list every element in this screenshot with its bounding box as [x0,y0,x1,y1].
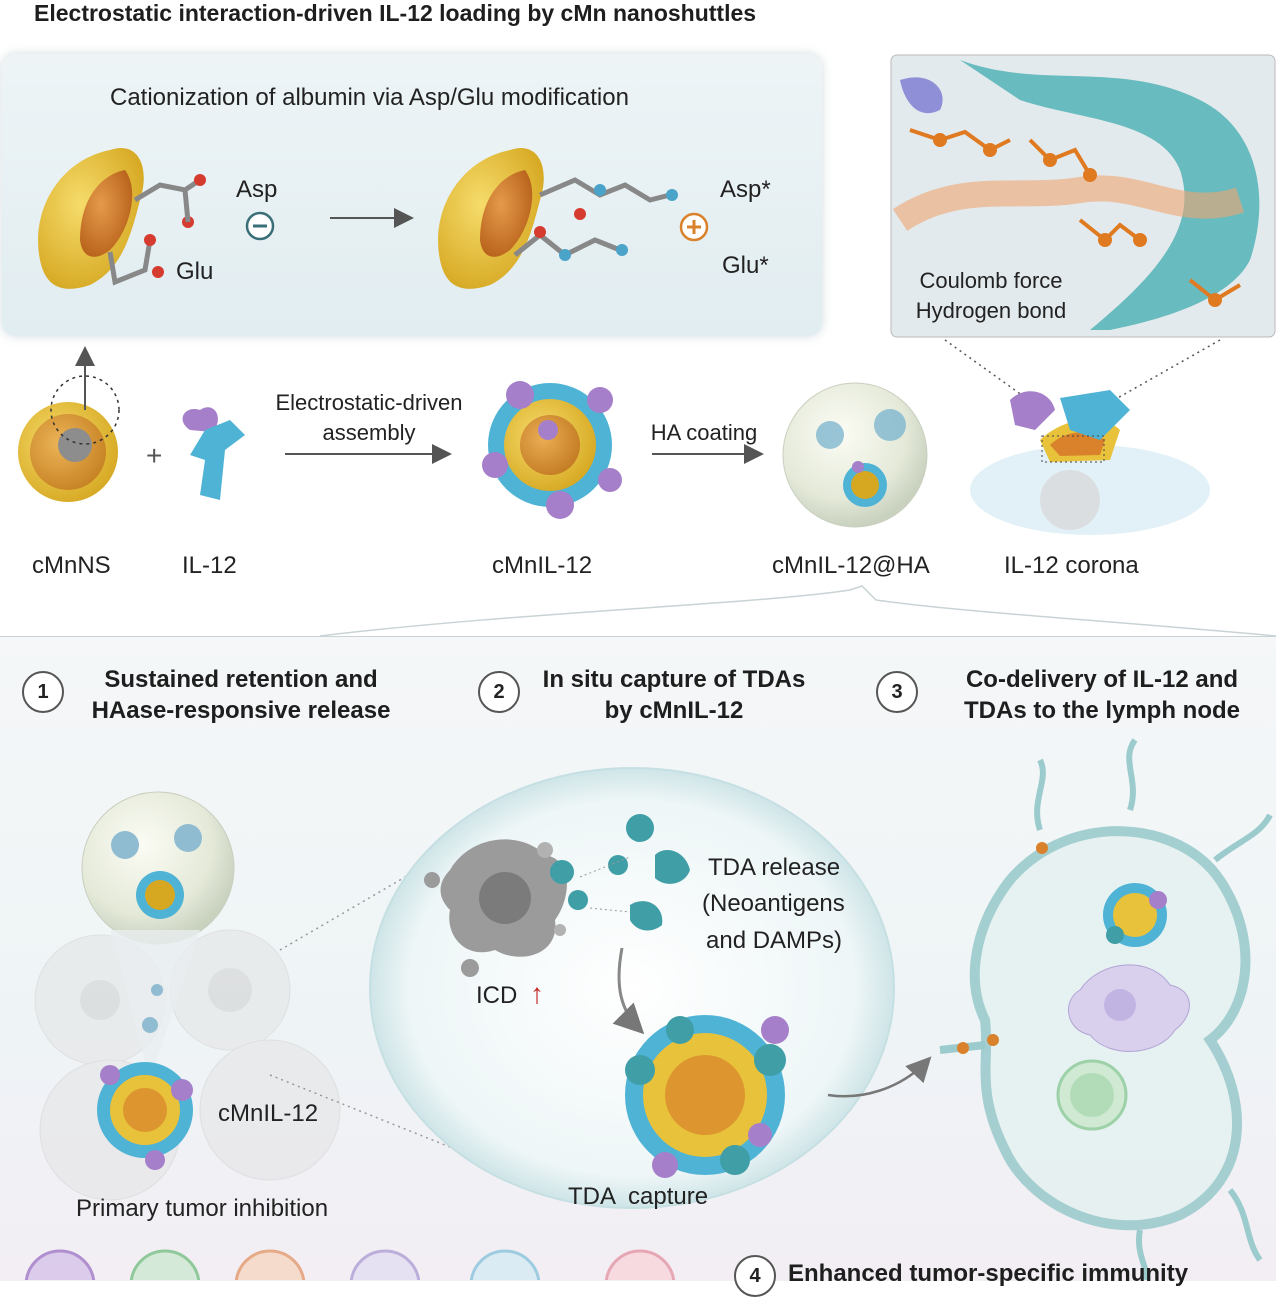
ha-coating-label: HA coating [650,420,758,445]
tda-captured-particle [625,1015,789,1178]
step-1-title: Sustained retention and HAase-responsive… [91,666,391,724]
primary-tumor-label: Primary tumor inhibition [76,1195,329,1222]
plus-sign: + [146,440,163,471]
il12-protein [182,407,245,500]
step-4-title: Enhanced tumor-specific immunity [788,1260,1189,1287]
item-cmnil12: cMnIL-12 [492,552,593,579]
immune-cell-row [24,1249,676,1280]
glu-star-label: Glu* [722,252,769,279]
icd-label: ICD [476,982,518,1009]
lymph-node [939,738,1273,1280]
step-2-title: In situ capture of TDAs by cMnIL-12 [542,666,806,724]
asp-star-label: Asp* [720,176,771,203]
step-3-number: 3 [876,671,918,713]
item-cmnil12-ha: cMnIL-12@HA [772,552,930,579]
release-cone [110,930,200,1080]
albumin-surface-left [38,148,206,289]
tda-capture-label: TDA capture [568,1183,709,1210]
dying-tumor-cell [424,839,567,977]
cmnil12-ha-bubble [782,382,928,528]
capture-arrow [612,947,645,1035]
hydrogen-bond-label: Hydrogen bond [915,298,1067,323]
item-il12: IL-12 [182,552,237,579]
ha-bubble-small [81,791,235,945]
released-particle-2 [142,1017,158,1033]
cationization-heading: Cationization of albumin via Asp/Glu mod… [110,84,629,111]
step-4-number: 4 [734,1255,776,1297]
released-particle-1 [151,984,163,996]
minus-charge-icon [245,211,275,241]
neoantigens-label: (Neoantigens [702,890,845,917]
assembly-step-label: Electrostatic-driven assembly [275,390,463,445]
lymph-node-arrow [827,1056,932,1098]
cmnil12-particle-small [97,1062,193,1170]
cmnil12-particle [482,381,622,519]
tumor-cells [34,929,341,1201]
step-2-number: 2 [478,671,520,713]
item-cmnns: cMnNS [32,552,111,579]
coulomb-force-label: Coulomb force [919,268,1063,293]
cmnns-particle [18,375,120,502]
tda-release-label: TDA release [708,854,841,881]
albumin-surface-right [438,148,678,289]
tda-fragments [550,814,690,931]
glu-label: Glu [176,258,214,285]
panel-divider [319,585,1277,637]
il12-corona-graphic [970,390,1210,535]
zoom-box-graphic [890,54,1276,338]
step-3-title: Co-delivery of IL-12 and TDAs to the lym… [964,666,1240,724]
step-1-number: 1 [22,671,64,713]
icd-up-arrow-icon: ↑ [530,978,544,1009]
plus-charge-icon [679,212,709,242]
cmnil12-bottom-label: cMnIL-12 [218,1100,319,1127]
item-il12-corona: IL-12 corona [1004,552,1139,579]
zoom-leader-right [1099,339,1221,409]
figure-title: Electrostatic interaction-driven IL-12 l… [34,0,757,26]
damps-label: and DAMPs) [706,927,843,954]
asp-label: Asp [236,176,278,203]
